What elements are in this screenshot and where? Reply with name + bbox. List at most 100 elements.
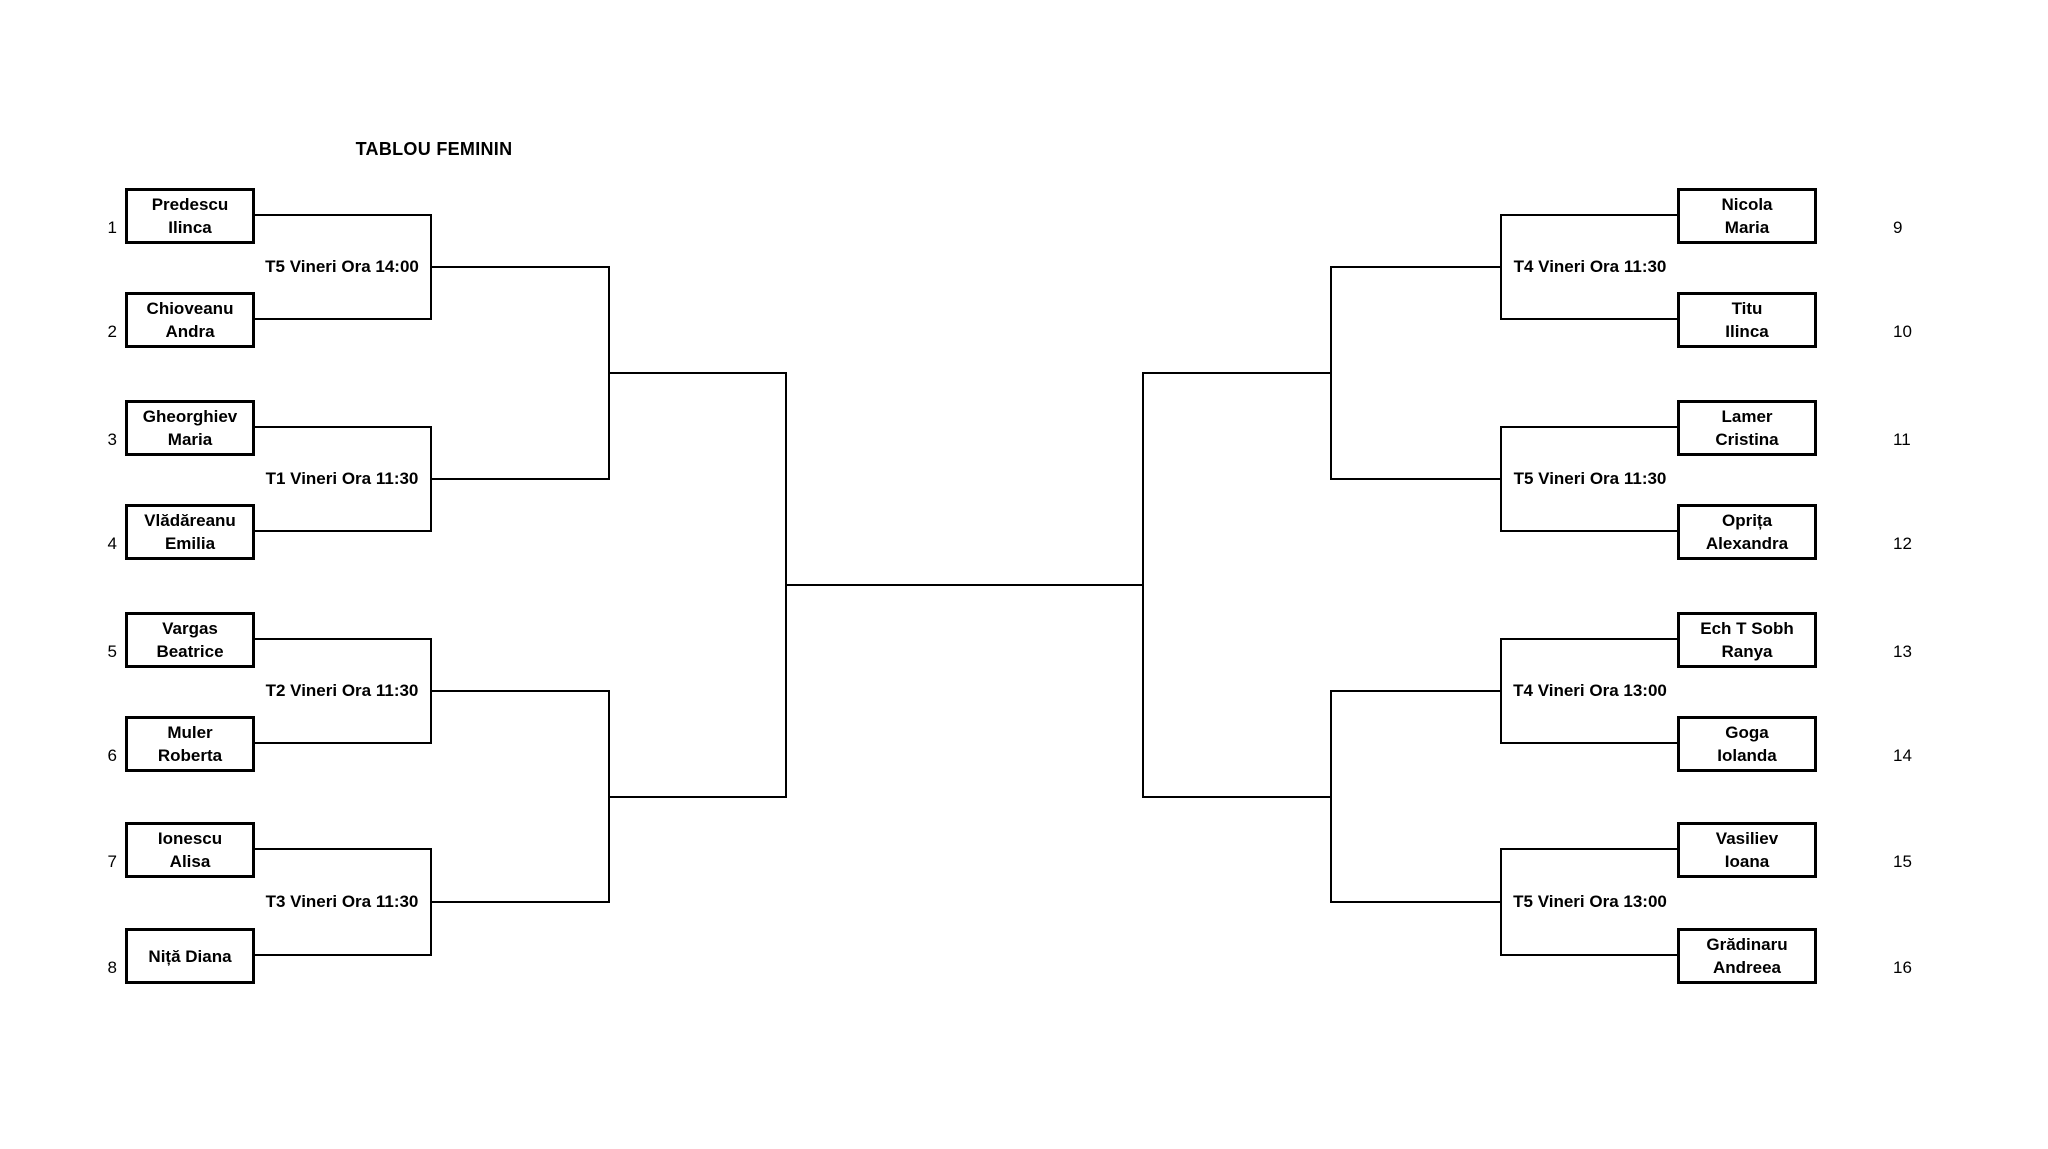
- bracket-connector-line: [1330, 690, 1502, 692]
- player-box: Gheorghiev Maria: [125, 400, 255, 456]
- bracket-connector-line: [1500, 426, 1502, 532]
- seed-number: 1: [107, 218, 117, 237]
- bracket-connector-line: [255, 742, 430, 744]
- match-time-label: T4 Vineri Ora 11:30: [1504, 254, 1676, 280]
- player-name-line: Emilia: [164, 534, 216, 553]
- player-box: Chioveanu Andra: [125, 292, 255, 348]
- player-name-line: Alisa: [169, 852, 211, 871]
- bracket-connector-line: [1500, 848, 1677, 850]
- player-name-line: Titu: [1731, 299, 1763, 318]
- bracket-connector-line: [1330, 901, 1502, 903]
- player-name-line: Vasiliev: [1715, 829, 1779, 848]
- bracket-connector-line: [1330, 478, 1502, 480]
- bracket-connector-line: [430, 478, 608, 480]
- player-name-line: Ech T Sobh: [1700, 619, 1794, 638]
- player-box: Grădinaru Andreea: [1677, 928, 1817, 984]
- player-name-line: Gheorghiev: [142, 407, 238, 426]
- bracket-connector-line: [1142, 372, 1332, 374]
- player-name-line: Vlădăreanu: [144, 511, 236, 530]
- seed-number: 11: [1893, 430, 1911, 449]
- player-name-line: Chioveanu: [146, 299, 234, 318]
- bracket-connector-line: [255, 214, 430, 216]
- player-name-line: Ranya: [1721, 642, 1773, 661]
- bracket-connector-line: [1500, 638, 1677, 640]
- player-name-line: Alexandra: [1705, 534, 1789, 553]
- bracket-connector-line: [1142, 796, 1332, 798]
- bracket-connector-line: [255, 530, 430, 532]
- player-name-line: Ionescu: [157, 829, 223, 848]
- match-time-label: T4 Vineri Ora 13:00: [1504, 678, 1676, 704]
- bracket-connector-line: [1500, 214, 1502, 320]
- player-box: Goga Iolanda: [1677, 716, 1817, 772]
- player-name-line: Iolanda: [1717, 746, 1777, 765]
- seed-number: 9: [1893, 218, 1903, 237]
- player-name-line: Beatrice: [156, 642, 224, 661]
- bracket-connector-line: [430, 901, 608, 903]
- match-time-label: T5 Vineri Ora 11:30: [1504, 466, 1676, 492]
- player-name-line: Nicola: [1721, 195, 1773, 214]
- bracket-connector-line: [255, 426, 430, 428]
- player-box: Oprița Alexandra: [1677, 504, 1817, 560]
- seed-number: 13: [1893, 642, 1912, 661]
- match-time-label: T1 Vineri Ora 11:30: [257, 466, 427, 492]
- bracket-connector-line: [1500, 318, 1677, 320]
- player-box: Nicola Maria: [1677, 188, 1817, 244]
- player-box: Titu Ilinca: [1677, 292, 1817, 348]
- player-box: Niță Diana: [125, 928, 255, 984]
- bracket-connector-line: [1500, 426, 1677, 428]
- seed-number: 10: [1893, 322, 1912, 341]
- match-time-label: T3 Vineri Ora 11:30: [257, 889, 427, 915]
- player-name-line: Lamer: [1721, 407, 1773, 426]
- tournament-title: TABLOU FEMININ: [355, 139, 513, 159]
- player-box: Vlădăreanu Emilia: [125, 504, 255, 560]
- bracket-connector-line: [1500, 742, 1677, 744]
- player-name-line: Andra: [165, 322, 215, 341]
- seed-number: 12: [1893, 534, 1912, 553]
- bracket-connector-line: [1500, 638, 1502, 744]
- seed-number: 16: [1893, 958, 1912, 977]
- bracket-connector-line: [430, 266, 608, 268]
- player-name-line: Oprița: [1721, 511, 1773, 530]
- player-name-line: Grădinaru: [1706, 935, 1788, 954]
- bracket-connector-line: [608, 796, 787, 798]
- player-name-line: Ilinca: [1725, 322, 1769, 341]
- player-box: Ech T Sobh Ranya: [1677, 612, 1817, 668]
- bracket-connector-line: [1500, 954, 1677, 956]
- seed-number: 6: [107, 746, 117, 765]
- player-name-line: Ilinca: [168, 218, 212, 237]
- player-name-line: Ioana: [1724, 852, 1770, 871]
- bracket-connector-line: [255, 848, 430, 850]
- bracket-connector-line: [255, 954, 430, 956]
- player-box: Predescu Ilinca: [125, 188, 255, 244]
- player-box: Lamer Cristina: [1677, 400, 1817, 456]
- player-box: Muler Roberta: [125, 716, 255, 772]
- player-box: Ionescu Alisa: [125, 822, 255, 878]
- match-time-label: T2 Vineri Ora 11:30: [257, 678, 427, 704]
- seed-number: 4: [107, 534, 117, 553]
- player-name-line: Vargas: [162, 619, 218, 638]
- player-name-line: Predescu: [151, 195, 229, 214]
- seed-number: 14: [1893, 746, 1912, 765]
- bracket-connector-line: [1500, 214, 1677, 216]
- bracket-connector-line: [430, 690, 608, 692]
- player-box: Vasiliev Ioana: [1677, 822, 1817, 878]
- seed-number: 7: [107, 852, 117, 871]
- player-name-line: Roberta: [157, 746, 223, 765]
- seed-number: 2: [107, 322, 117, 341]
- bracket-connector-line: [1142, 372, 1144, 798]
- seed-number: 8: [107, 958, 117, 977]
- player-name-line: Muler: [167, 723, 213, 742]
- player-name-line: Goga: [1725, 723, 1769, 742]
- seed-number: 3: [107, 430, 117, 449]
- seed-number: 15: [1893, 852, 1912, 871]
- seed-number: 5: [107, 642, 117, 661]
- player-name-line: Niță Diana: [148, 946, 232, 966]
- final-line: [785, 584, 1144, 586]
- bracket-connector-line: [1500, 530, 1677, 532]
- bracket-connector-line: [255, 638, 430, 640]
- bracket-connector-line: [608, 372, 787, 374]
- player-name-line: Cristina: [1715, 430, 1779, 449]
- player-name-line: Maria: [167, 430, 213, 449]
- player-name-line: Andreea: [1712, 958, 1782, 977]
